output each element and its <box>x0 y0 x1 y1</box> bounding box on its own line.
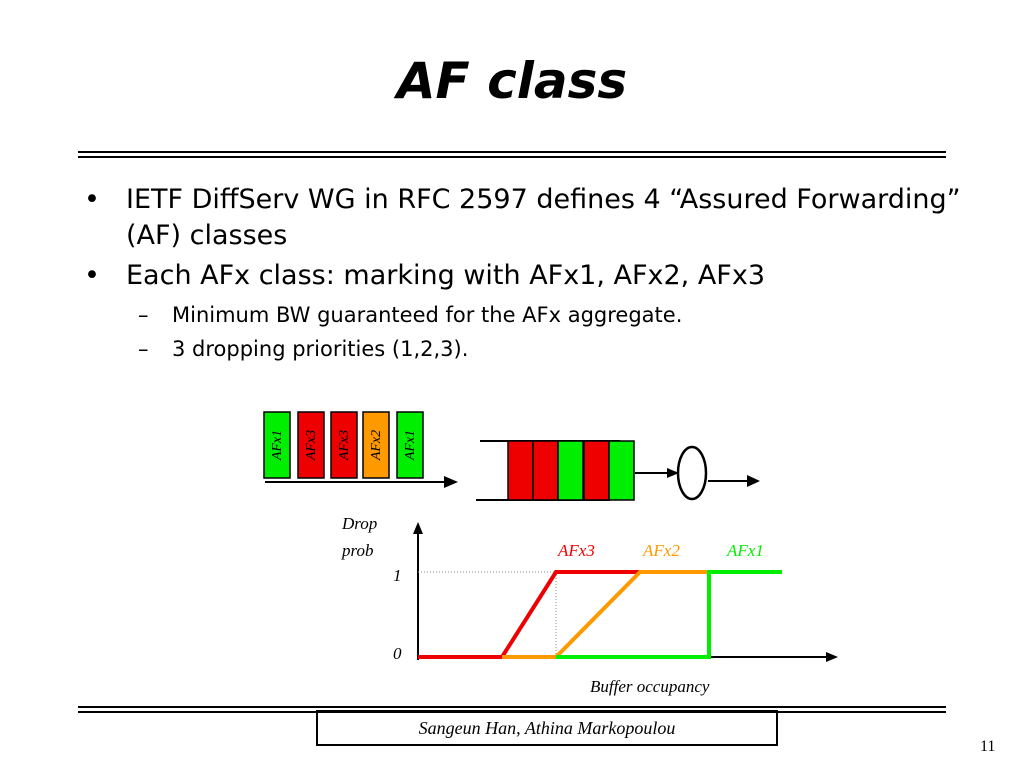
legend-label-afx2: AFx2 <box>642 541 680 560</box>
packet-label: AFx2 <box>369 430 384 461</box>
series-line-afx1 <box>556 570 782 659</box>
server-icon <box>676 445 708 501</box>
sub-bullet-item: – Minimum BW guaranteed for the AFx aggr… <box>82 298 982 332</box>
packet-label: AFx3 <box>337 430 352 461</box>
sub-bullet-dash: – <box>138 303 149 327</box>
slide-title: AF class <box>396 52 628 110</box>
title-divider-top <box>78 151 946 153</box>
packet-label: AFx1 <box>270 430 285 461</box>
footer-divider-bottom <box>78 711 946 713</box>
packet-box <box>396 411 424 479</box>
packet-2: AFx3 <box>297 411 325 479</box>
bullet-item: • Each AFx class: marking with AFx1, AFx… <box>82 258 982 294</box>
bullet-item: • IETF DiffServ WG in RFC 2597 defines 4… <box>82 182 982 254</box>
sub-bullet-text: Minimum BW guaranteed for the AFx aggreg… <box>172 303 683 327</box>
packet-1: AFx1 <box>263 411 291 479</box>
legend-label-afx3: AFx3 <box>557 541 595 560</box>
y-tick-label-1: 1 <box>393 566 402 585</box>
y-tick-label-0: 0 <box>393 644 402 663</box>
bullet-text: IETF DiffServ WG in RFC 2597 defines 4 “… <box>126 184 961 251</box>
y-axis-arrow <box>413 522 423 534</box>
footer-divider-top <box>78 706 946 708</box>
title-divider-bottom <box>78 156 946 158</box>
sub-bullet-text: 3 dropping priorities (1,2,3). <box>172 337 469 361</box>
bullet-text: Each AFx class: marking with AFx1, AFx2,… <box>126 260 765 291</box>
packet-3: AFx3 <box>330 411 358 479</box>
bullet-list: • IETF DiffServ WG in RFC 2597 defines 4… <box>82 182 982 366</box>
footer-authors: Sangeun Han, Athina Markopoulou <box>316 710 778 746</box>
y-axis-label-drop: Drop <box>341 514 377 533</box>
packet-box <box>330 411 358 479</box>
packet-5: AFx1 <box>396 411 424 479</box>
series-line-afx3 <box>418 570 643 659</box>
incoming-arrow-head <box>444 476 458 488</box>
sub-bullet-dash: – <box>138 337 149 361</box>
packet-box <box>362 411 390 479</box>
queue-slot-3 <box>557 440 584 501</box>
packet-label: AFx1 <box>403 430 418 461</box>
y-axis-label-prob: prob <box>341 541 374 560</box>
bullet-dot: • <box>84 184 100 215</box>
page-number: 11 <box>980 738 996 755</box>
packet-box <box>263 411 291 479</box>
legend-label-afx1: AFx1 <box>726 541 764 560</box>
queue-to-server-arrow-head <box>667 468 679 478</box>
queue-slot-5 <box>608 440 635 501</box>
queue-slot-2 <box>532 440 559 501</box>
packet-box <box>297 411 325 479</box>
packet-label: AFx3 <box>304 430 319 461</box>
sub-bullet-item: – 3 dropping priorities (1,2,3). <box>82 332 982 366</box>
packet-4: AFx2 <box>362 411 390 479</box>
bullet-dot: • <box>84 260 100 291</box>
series-line-afx2 <box>502 570 712 659</box>
x-axis-arrow <box>826 652 838 662</box>
outgoing-arrow-head <box>747 475 760 487</box>
x-axis-label: Buffer occupancy <box>590 677 710 696</box>
